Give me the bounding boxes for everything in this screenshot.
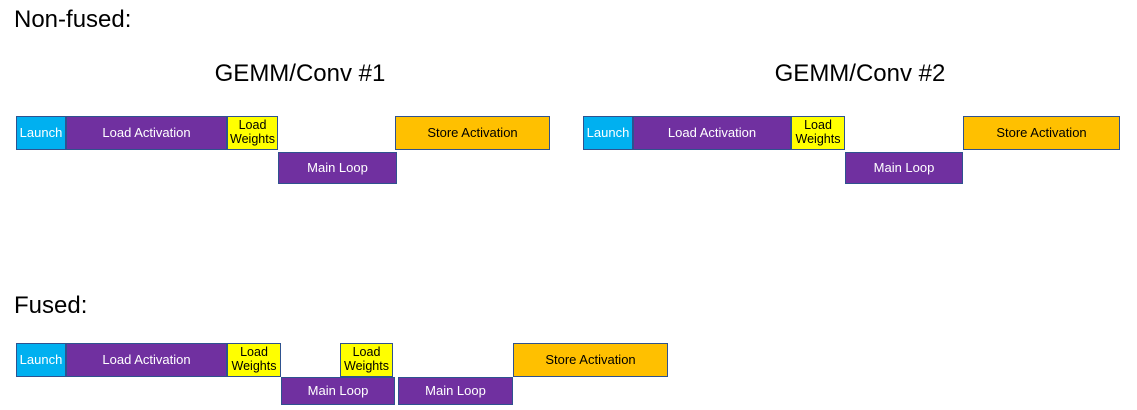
nonfused1-load-weights-box: Load Weights <box>227 116 278 150</box>
timeline-box-label: Load Activation <box>102 124 191 140</box>
non-fused-section-label: Non-fused: <box>14 6 132 33</box>
fused-load-activation-box: Load Activation <box>66 343 227 377</box>
gemm-conv-2-title: GEMM/Conv #2 <box>774 60 946 87</box>
timeline-box-label: Load Weights <box>344 345 389 373</box>
timeline-box-label: Load Activation <box>102 351 191 367</box>
timeline-box-label: Store Activation <box>427 124 518 140</box>
nonfused2-main-loop-box: Main Loop <box>845 152 963 184</box>
fused-launch-box: Launch <box>16 343 66 377</box>
timeline-box-label: Store Activation <box>996 124 1087 140</box>
fused-store-activation-box: Store Activation <box>513 343 668 377</box>
timeline-box-label: Launch <box>586 124 630 140</box>
nonfused1-main-loop-box: Main Loop <box>278 152 397 184</box>
timeline-box-label: Main Loop <box>307 382 369 398</box>
fused-section-label: Fused: <box>14 292 88 319</box>
timeline-box-label: Launch <box>19 124 63 140</box>
nonfused1-launch-box: Launch <box>16 116 66 150</box>
nonfused1-store-activation-box: Store Activation <box>395 116 550 150</box>
timeline-box-label: Load Activation <box>667 124 757 140</box>
timeline-box-label: Launch <box>19 351 63 367</box>
fused-load-weights-2-box: Load Weights <box>340 343 393 377</box>
nonfused2-store-activation-box: Store Activation <box>963 116 1120 150</box>
gemm-conv-1-title: GEMM/Conv #1 <box>214 60 386 87</box>
nonfused1-load-activation-box: Load Activation <box>66 116 227 150</box>
timeline-box-label: Main Loop <box>425 382 486 398</box>
timeline-box-label: Load Weights <box>795 118 841 146</box>
timeline-box-label: Load Weights <box>230 118 275 146</box>
fused-load-weights-1-box: Load Weights <box>227 343 281 377</box>
fused-main-loop-1-box: Main Loop <box>281 377 395 405</box>
nonfused2-load-activation-box: Load Activation <box>633 116 791 150</box>
fused-main-loop-2-box: Main Loop <box>398 377 513 405</box>
timeline-box-label: Store Activation <box>545 351 636 367</box>
timeline-box-label: Load Weights <box>231 345 277 373</box>
nonfused2-launch-box: Launch <box>583 116 633 150</box>
nonfused2-load-weights-box: Load Weights <box>791 116 845 150</box>
timeline-box-label: Main Loop <box>873 159 935 175</box>
timeline-box-label: Main Loop <box>307 159 368 175</box>
